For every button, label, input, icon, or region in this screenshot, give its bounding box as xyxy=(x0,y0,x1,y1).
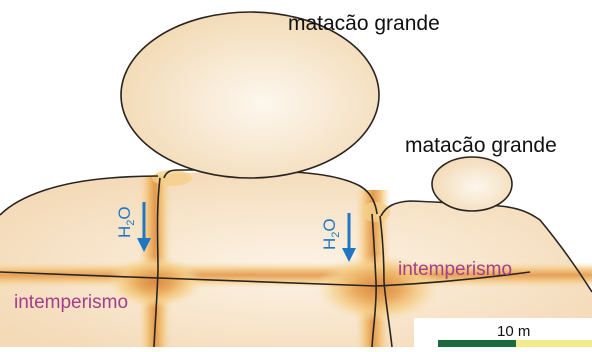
large-boulder-shape xyxy=(121,12,379,178)
scale-bar-dark-segment xyxy=(438,340,516,347)
label-weathering-right: intemperismo xyxy=(398,259,512,280)
label-boulder-large: matacão grande xyxy=(288,12,440,35)
label-weathering-left: intemperismo xyxy=(14,292,128,313)
scale-bar-label: 10 m xyxy=(497,323,530,340)
scale-bar: 10 m xyxy=(414,318,592,347)
weathering-contact-boulder xyxy=(152,170,192,186)
small-boulder xyxy=(432,157,512,211)
large-boulder xyxy=(121,12,379,178)
scale-bar-light-segment xyxy=(516,340,592,347)
label-boulder-small: matacão grande xyxy=(405,134,557,157)
small-boulder-shape xyxy=(432,157,512,211)
